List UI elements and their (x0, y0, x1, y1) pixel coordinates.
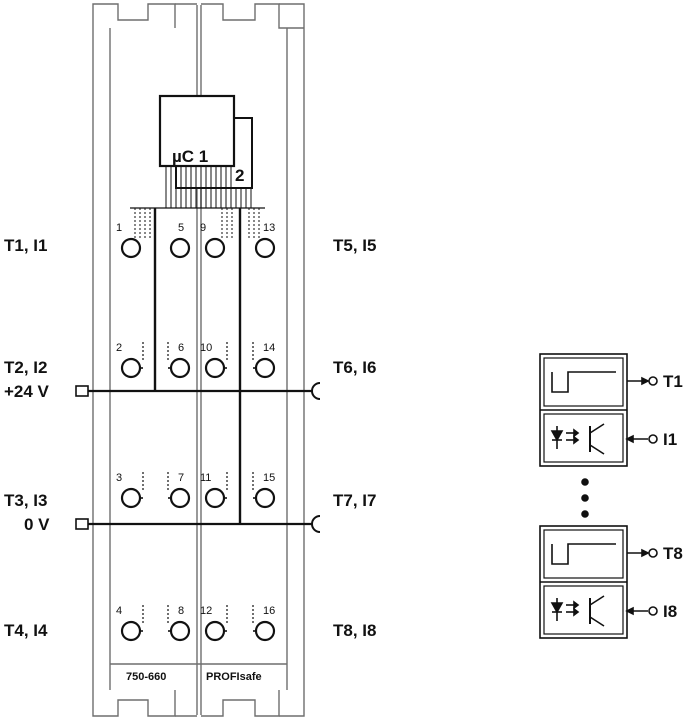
label-t1-i1: T1, I1 (4, 236, 47, 255)
bus-verticals (153, 208, 242, 524)
terminal-clamp (254, 620, 276, 642)
chip-2-label: 2 (235, 166, 244, 185)
left-labels: T1, I1 T2, I2 +24 V T3, I3 0 V T4, I4 (4, 236, 50, 640)
terminal: 3 (116, 472, 144, 509)
pin-number: 8 (178, 605, 184, 617)
pin-number: 3 (116, 472, 122, 484)
terminal-clamp (169, 237, 191, 259)
pin-number: 6 (178, 342, 184, 354)
order-number: 750-660 (126, 671, 166, 683)
terminal-clamp (204, 620, 226, 642)
protocol-label: PROFIsafe (206, 671, 262, 683)
terminal-clamp (169, 487, 191, 509)
pin-number: 2 (116, 342, 122, 354)
label-t3-i3: T3, I3 (4, 491, 47, 510)
schematic-t8: T8 (663, 544, 683, 563)
terminal: 10 (200, 342, 228, 379)
terminal-clamp (254, 237, 276, 259)
terminal: 9 (200, 222, 226, 259)
terminal-clamp (254, 357, 276, 379)
pin-number: 13 (263, 222, 275, 234)
label-t4-i4: T4, I4 (4, 621, 48, 640)
signal-drops (134, 208, 260, 240)
terminal-clamp (254, 487, 276, 509)
pin-number: 4 (116, 605, 122, 617)
pin-number: 16 (263, 605, 275, 617)
pin-number: 14 (263, 342, 275, 354)
terminal-clamp (204, 487, 226, 509)
terminal: 7 (167, 472, 191, 509)
schematic-symbol (539, 353, 658, 639)
schematic-labels: T1 I1 T8 I8 (663, 372, 683, 621)
terminal-clamp (169, 620, 191, 642)
terminal-clamp (204, 357, 226, 379)
terminal: 16 (252, 605, 276, 642)
label-t6-i6: T6, I6 (333, 358, 376, 377)
pin-number: 1 (116, 222, 122, 234)
pin-number: 9 (200, 222, 206, 234)
pin-number: 15 (263, 472, 275, 484)
power-rail-0v (75, 515, 321, 533)
schematic-t1: T1 (663, 372, 683, 391)
terminal: 15 (252, 472, 276, 509)
power-rail-24v (75, 382, 321, 400)
label-0v: 0 V (24, 515, 50, 534)
label-t2-i2: T2, I2 (4, 358, 47, 377)
terminal-clamp (120, 237, 142, 259)
terminal-clamp (169, 357, 191, 379)
chip-pins (130, 166, 265, 209)
terminal: 5 (169, 222, 191, 259)
terminal: 12 (200, 605, 228, 642)
pin-number: 7 (178, 472, 184, 484)
terminal: 2 (116, 342, 144, 379)
terminal: 8 (167, 605, 191, 642)
terminal-clamp (204, 237, 226, 259)
label-plus-24v: +24 V (4, 382, 50, 401)
terminal: 11 (200, 472, 228, 509)
label-t5-i5: T5, I5 (333, 236, 376, 255)
pin-number: 11 (200, 472, 211, 484)
pin-number: 12 (200, 605, 212, 617)
label-t7-i7: T7, I7 (333, 491, 376, 510)
terminal: 1 (116, 222, 142, 259)
label-t8-i8: T8, I8 (333, 621, 376, 640)
right-labels: T5, I5 T6, I6 T7, I7 T8, I8 (333, 236, 376, 640)
schematic-i1: I1 (663, 430, 677, 449)
terminal: 6 (167, 342, 191, 379)
microcontroller-1: µC 1 (158, 94, 236, 168)
terminal-clamp (120, 487, 142, 509)
terminal-clamp (120, 620, 142, 642)
terminal-clamp (120, 357, 142, 379)
terminal: 14 (252, 342, 276, 379)
terminal: 4 (116, 605, 144, 642)
pin-number: 5 (178, 222, 184, 234)
chip-1-label: µC 1 (172, 147, 208, 166)
schematic-i8: I8 (663, 602, 677, 621)
pin-number: 10 (200, 342, 212, 354)
terminal: 13 (254, 222, 276, 259)
